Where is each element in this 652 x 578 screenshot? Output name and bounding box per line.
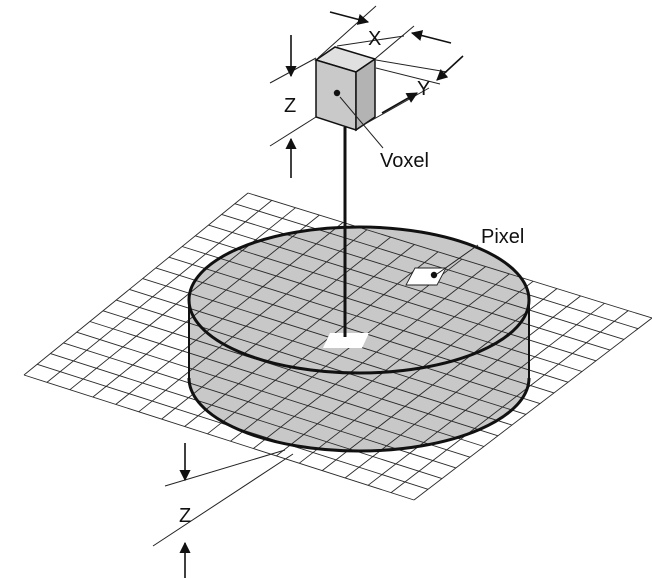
x-arrow-left	[329, 11, 370, 25]
pixel-cell	[405, 267, 447, 286]
z-top-label: Z	[284, 95, 296, 117]
grid-line-a	[69, 207, 296, 391]
grid-line-a	[184, 244, 415, 427]
grid-line-b	[50, 353, 443, 480]
grid-line-a	[413, 317, 652, 501]
grid-line-b	[76, 331, 471, 458]
pixel-dot	[430, 271, 438, 279]
grid-line-a	[161, 236, 391, 420]
y-arrow-bottom	[381, 92, 418, 114]
grid-line-a	[23, 192, 249, 376]
grid-line-b	[234, 203, 639, 330]
y-label: Y	[417, 78, 430, 100]
x-label: X	[368, 28, 381, 50]
cylinder	[189, 227, 529, 451]
voxel-cube	[314, 46, 377, 132]
grid-line-b	[89, 321, 485, 447]
grid-line-b	[116, 299, 513, 426]
grid-line-a	[299, 280, 534, 464]
grid-line-a	[390, 310, 629, 493]
grid-line-a	[253, 266, 486, 449]
image-grid	[23, 192, 652, 501]
cylinder-outline	[187, 225, 531, 453]
dimension-arrows	[179, 11, 464, 578]
grid-line-b	[168, 256, 569, 383]
z-bottom-label: Z	[179, 505, 191, 527]
grid-line-a	[367, 302, 605, 486]
grid-line-b	[247, 192, 652, 319]
grid-line-a	[276, 273, 510, 457]
grid-line-a	[92, 214, 320, 398]
cylinder-top-face	[189, 227, 529, 373]
center-pixel-cell	[323, 333, 369, 348]
voxel-dimension-lines	[152, 5, 479, 547]
grid-line-a	[344, 295, 581, 479]
x-arrow-right	[410, 30, 452, 44]
voxel-side-face	[355, 57, 376, 132]
grid-line-a	[230, 258, 463, 442]
voxel-label: Voxel	[380, 150, 429, 172]
pixel-label: Pixel	[481, 226, 524, 248]
grid-line-a	[207, 251, 439, 435]
grid-line-b	[23, 374, 415, 501]
grid-line-b	[102, 310, 499, 437]
grid-line-b	[181, 246, 583, 372]
grid-line-a	[138, 229, 368, 413]
grid-line-b	[208, 224, 611, 351]
grid-line-a	[46, 200, 273, 383]
grid-line-a	[115, 222, 344, 405]
grid-line-b	[155, 267, 555, 394]
grid-line-a	[321, 288, 558, 471]
y-arrow-top	[436, 55, 464, 81]
grid-line-b	[129, 288, 527, 415]
cylinder-bottom-outline	[187, 377, 531, 453]
grid-line-b	[63, 342, 457, 469]
voxel-dot	[333, 89, 341, 97]
